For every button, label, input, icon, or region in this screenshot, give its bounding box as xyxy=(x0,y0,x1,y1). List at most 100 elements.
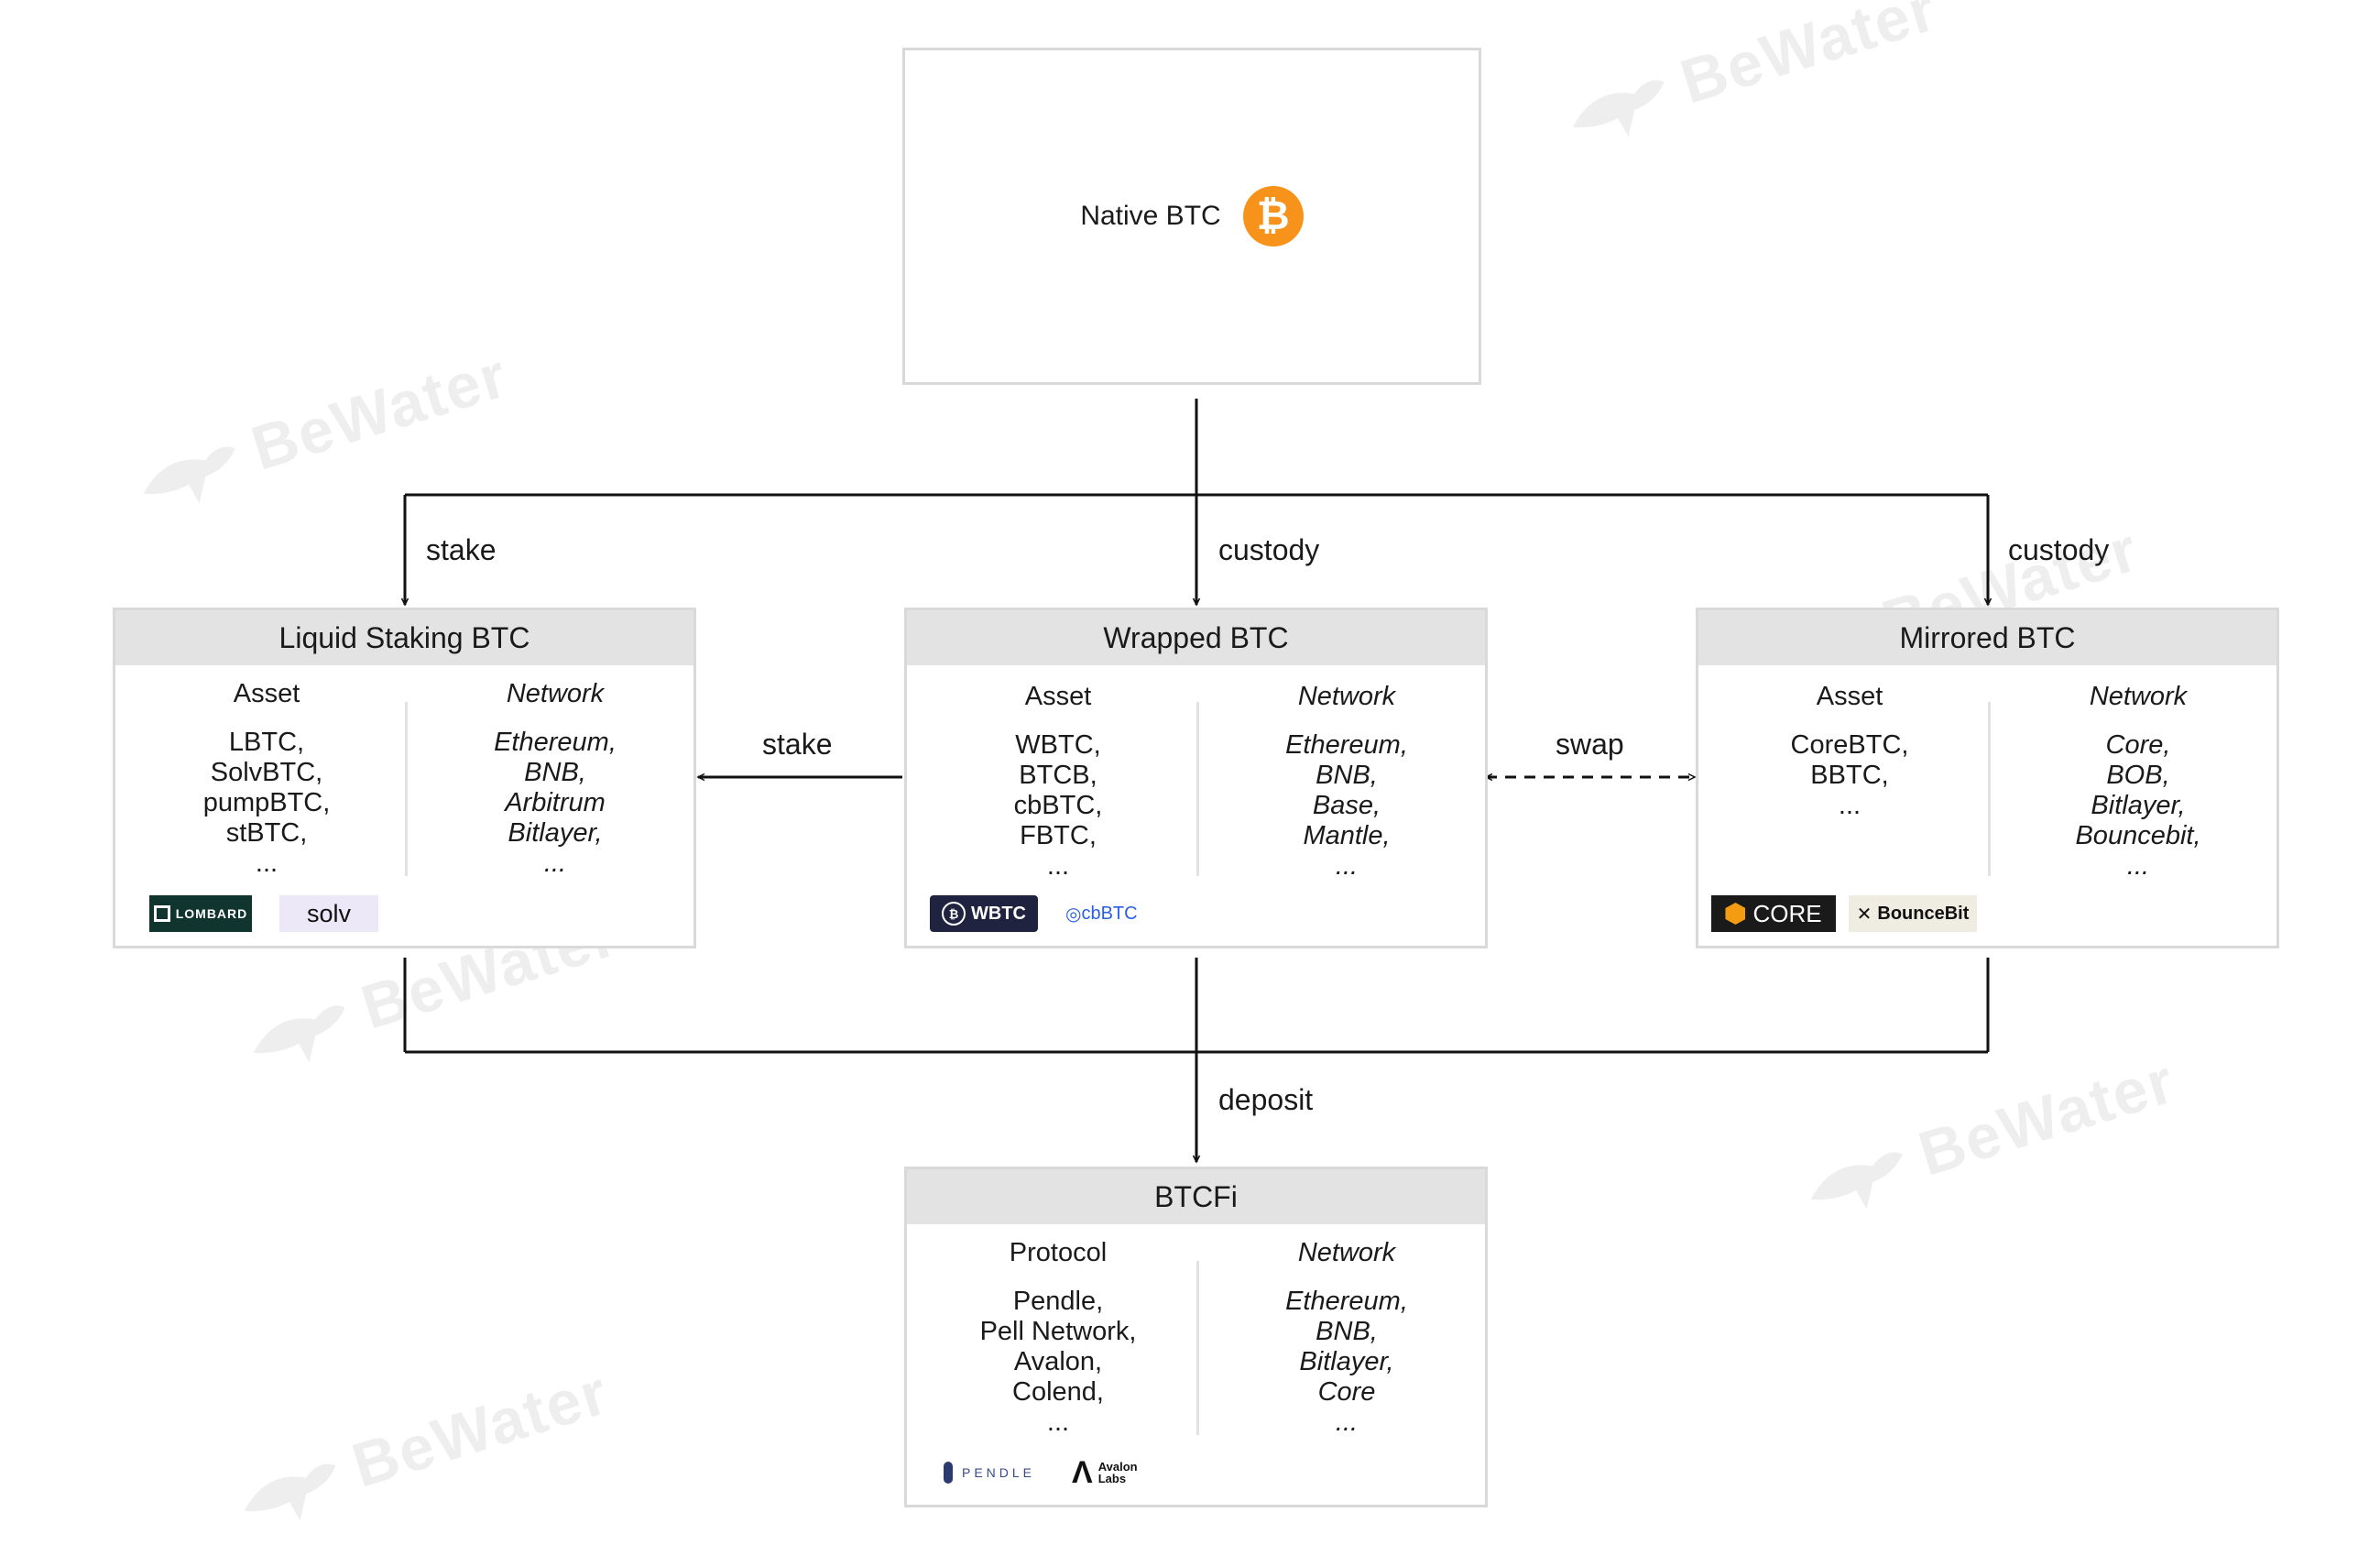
hexagon-icon xyxy=(1725,903,1746,925)
network-title: Network xyxy=(1297,682,1396,711)
list-item: stBTC, xyxy=(225,818,308,848)
watermark: BeWater xyxy=(1556,0,1946,155)
list-item: Bitlayer, xyxy=(508,818,603,848)
list-item: ... xyxy=(255,849,278,878)
list-item: Base, xyxy=(1312,791,1381,820)
solv-logo: solv xyxy=(279,895,378,932)
network-title: Network xyxy=(506,679,605,708)
list-item: Bitlayer, xyxy=(2091,791,2186,820)
list-item: ... xyxy=(1335,1408,1359,1437)
lombard-logo-text: LOMBARD xyxy=(175,906,248,921)
list-item: FBTC, xyxy=(1020,821,1097,850)
native-btc-label: Native BTC xyxy=(1080,201,1221,231)
watermark: BeWater xyxy=(126,339,517,521)
lombard-mark-icon xyxy=(153,905,170,922)
column-divider xyxy=(1195,702,1199,876)
list-item: Pell Network, xyxy=(979,1317,1137,1346)
bird-icon xyxy=(143,446,235,504)
protocol-title: Protocol xyxy=(1009,1238,1108,1267)
column-divider xyxy=(404,702,408,876)
watermark: BeWater xyxy=(227,1356,617,1539)
network-column: Network Ethereum, BNB, Arbitrum Bitlayer… xyxy=(413,679,697,879)
solv-logo-text: solv xyxy=(306,899,351,927)
list-item: cbBTC, xyxy=(1013,791,1103,820)
list-item: SolvBTC, xyxy=(210,758,323,787)
wrapped-btc-node: Wrapped BTC Asset WBTC, BTCB, cbBTC, FBT… xyxy=(904,608,1488,948)
list-item: Core, xyxy=(2105,730,2171,760)
lombard-logo: LOMBARD xyxy=(149,895,252,932)
list-item: BBTC, xyxy=(1810,761,1889,790)
list-item: CoreBTC, xyxy=(1790,730,1909,760)
asset-column: Asset LBTC, SolvBTC, pumpBTC, stBTC, ... xyxy=(125,679,409,879)
network-title: Network xyxy=(1297,1238,1396,1267)
list-item: BNB, xyxy=(1316,1317,1378,1346)
list-item: ... xyxy=(1838,791,1861,820)
card-title: Mirrored BTC xyxy=(1698,610,2276,665)
edge-label-stake: stake xyxy=(426,533,497,566)
list-item: Ethereum, xyxy=(494,728,617,757)
bitcoin-ring-icon: ₿ xyxy=(942,902,966,926)
list-item: ... xyxy=(543,849,567,878)
pendle-mark-icon xyxy=(944,1462,953,1484)
avalon-mark-icon: Λ xyxy=(1072,1455,1093,1490)
logo-row: CORE ✕BounceBit xyxy=(1711,895,1977,932)
bouncebit-logo: ✕BounceBit xyxy=(1849,895,1977,932)
edge-label-swap: swap xyxy=(1556,728,1624,761)
list-item: ... xyxy=(1046,851,1070,881)
column-divider xyxy=(1195,1261,1199,1435)
bird-icon xyxy=(244,1463,336,1521)
bouncebit-mark-icon: ✕ xyxy=(1856,904,1872,925)
list-item: BNB, xyxy=(1316,761,1378,790)
list-item: LBTC, xyxy=(228,728,305,757)
network-column: Network Core, BOB, Bitlayer, Bouncebit, … xyxy=(1996,682,2280,882)
protocol-column: Protocol Pendle, Pell Network, Avalon, C… xyxy=(916,1238,1200,1438)
card-title: Liquid Staking BTC xyxy=(115,610,693,665)
asset-column: Asset CoreBTC, BBTC, ... xyxy=(1708,682,1992,821)
core-logo-text: CORE xyxy=(1752,899,1822,927)
list-item: ... xyxy=(1046,1408,1070,1437)
list-item: Colend, xyxy=(1012,1377,1104,1407)
list-item: Mantle, xyxy=(1303,821,1391,850)
network-column: Network Ethereum, BNB, Bitlayer, Core ..… xyxy=(1205,1238,1489,1438)
edge-label-custody-mirrored: custody xyxy=(2008,533,2110,566)
network-title: Network xyxy=(2089,682,2188,711)
list-item: Arbitrum xyxy=(505,788,606,817)
pendle-logo: PENDLE xyxy=(944,1454,1035,1491)
list-item: BNB, xyxy=(524,758,586,787)
bird-icon xyxy=(1810,1152,1903,1210)
card-title: BTCFi xyxy=(907,1169,1485,1224)
bird-icon xyxy=(253,1005,345,1063)
cbbtc-logo: ◎cbBTC xyxy=(1065,895,1138,932)
edge-label-deposit: deposit xyxy=(1218,1083,1314,1116)
list-item: Ethereum, xyxy=(1285,730,1408,760)
list-item: Core xyxy=(1317,1377,1376,1407)
avalon-logo-text: Avalon xyxy=(1097,1460,1138,1474)
asset-column: Asset WBTC, BTCB, cbBTC, FBTC, ... xyxy=(916,682,1200,882)
watermark: BeWater xyxy=(1794,1045,2184,1227)
asset-title: Asset xyxy=(1024,682,1092,711)
mirrored-btc-node: Mirrored BTC Asset CoreBTC, BBTC, ... Ne… xyxy=(1696,608,2279,948)
pendle-logo-text: PENDLE xyxy=(962,1465,1036,1480)
asset-title: Asset xyxy=(233,679,300,708)
liquid-staking-btc-node: Liquid Staking BTC Asset LBTC, SolvBTC, … xyxy=(113,608,696,948)
native-btc-node: Native BTC ₿ xyxy=(902,48,1481,385)
asset-title: Asset xyxy=(1816,682,1883,711)
logo-row: ₿WBTC ◎cbBTC xyxy=(930,895,1138,932)
network-column: Network Ethereum, BNB, Base, Mantle, ... xyxy=(1205,682,1489,882)
list-item: ... xyxy=(2126,851,2150,881)
list-item: Bitlayer, xyxy=(1299,1347,1394,1376)
list-item: Ethereum, xyxy=(1285,1287,1408,1316)
list-item: BTCB, xyxy=(1019,761,1097,790)
list-item: Bouncebit, xyxy=(2075,821,2201,850)
list-item: Avalon, xyxy=(1013,1347,1103,1376)
bouncebit-logo-text: BounceBit xyxy=(1877,903,1970,924)
list-item: BOB, xyxy=(2106,761,2170,790)
card-title: Wrapped BTC xyxy=(907,610,1485,665)
coinbase-icon: ◎ xyxy=(1065,904,1082,925)
edge-label-stake-side: stake xyxy=(762,728,833,761)
bitcoin-icon: ₿ xyxy=(1242,186,1304,247)
wbtc-logo-text: WBTC xyxy=(971,903,1026,924)
